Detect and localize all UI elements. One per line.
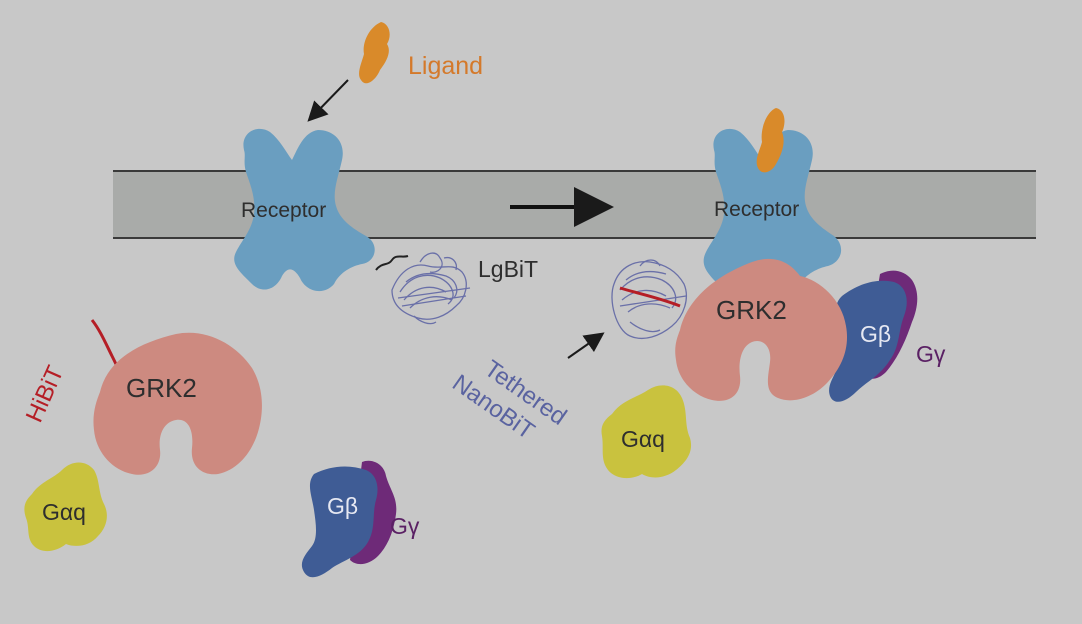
gaq-shape-left: [24, 462, 107, 552]
ligand-binding-arrow: [307, 79, 349, 122]
grk2-label-right: GRK2: [716, 295, 787, 325]
gb-shape-right: [829, 280, 907, 402]
gg-label-right: Gγ: [916, 341, 946, 367]
ligand-label: Ligand: [408, 52, 483, 80]
gb-label-left: Gβ: [327, 493, 358, 519]
gb-label-right: Gβ: [860, 321, 891, 347]
gaq-label-right: Gαq: [621, 426, 665, 452]
lgbit-structure: [391, 252, 471, 325]
grk2-shape-right: [675, 258, 848, 401]
grk2-shape-left: [93, 332, 262, 475]
receptor-shape-right: [703, 128, 842, 292]
ligand-shape-left: [359, 22, 390, 84]
receptor-label-left: Receptor: [241, 199, 326, 222]
ligand-shape-bound: [756, 108, 785, 173]
gaq-label-left: Gαq: [42, 499, 86, 525]
receptor-label-right: Receptor: [714, 198, 799, 221]
receptor-shape-left: [234, 128, 375, 292]
grk2-label-left: GRK2: [126, 373, 197, 403]
gaq-shape-right: [601, 385, 692, 479]
tethered-nanobit-arrow: [567, 332, 605, 359]
lgbit-label: LgBiT: [478, 256, 538, 282]
gb-shape-left: [301, 466, 378, 578]
gg-label-left: Gγ: [390, 513, 420, 539]
lgbit-linker: [375, 255, 409, 271]
tethered-nanobit-structure: [611, 259, 687, 340]
tethered-hibit-strand: [619, 286, 681, 308]
